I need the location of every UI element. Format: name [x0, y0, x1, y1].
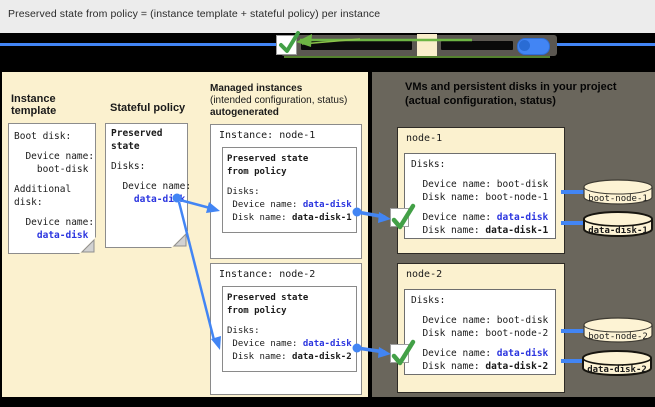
folded-corner [171, 231, 188, 248]
disk-name: data-disk-1 [588, 225, 648, 236]
disk-name: boot-node-1 [588, 194, 648, 204]
legend-green-underline [284, 56, 550, 58]
applied-checkbox-node-2 [390, 344, 409, 363]
managed-instances-heading-line3: autogenerated [210, 107, 279, 118]
legend-checkbox-icon [276, 35, 297, 55]
project-panel-heading-line2: (actual configuration, status) [405, 94, 556, 107]
legend-label-illegible [301, 41, 412, 50]
disk-cylinder-boot-node-2: boot-node-2 [583, 317, 653, 343]
vm-label: node-1 [406, 133, 443, 144]
instance-label: Instance: node-2 [219, 269, 316, 280]
instance-label: Instance: node-1 [219, 130, 316, 141]
connector-data-disk-1 [561, 221, 584, 225]
vm-disks-text: Disks: Device name: boot-disk Disk name:… [411, 295, 549, 372]
disk-cylinder-boot-node-1: boot-node-1 [583, 179, 653, 205]
project-panel-heading-line1: VMs and persistent disks in your project [405, 81, 617, 93]
vm-node-1-card: node-1 Disks: Device name: boot-disk Dis… [397, 127, 565, 254]
disk-name: data-disk-2 [587, 364, 647, 375]
managed-instances-heading-line1: Managed instances [210, 83, 303, 94]
applied-checkbox-node-1 [390, 208, 409, 227]
instance-template-heading: Instance template [11, 93, 57, 117]
vm-disks-box: Disks: Device name: boot-disk Disk name:… [404, 289, 556, 375]
managed-instances-heading-line2: (intended configuration, status) [210, 95, 348, 106]
vm-disks-text: Disks: Device name: boot-disk Disk name:… [411, 159, 549, 236]
legend-label-illegible [441, 41, 513, 50]
stateful-policy-heading: Stateful policy [110, 102, 186, 114]
disk-cylinder-data-disk-1: data-disk-1 [583, 211, 653, 237]
folded-corner [79, 237, 96, 254]
managed-instances-heading: Managed instances (intended configuratio… [210, 83, 366, 119]
connector-data-disk-2 [561, 359, 584, 363]
connector-boot-node-1 [561, 190, 584, 194]
legend-vm-square-icon [417, 34, 437, 56]
vm-label: node-2 [406, 269, 443, 280]
legend-disk-cap [519, 40, 530, 51]
diagram-title: Preserved state from policy = (instance … [8, 8, 381, 20]
connector-boot-node-2 [561, 329, 584, 333]
disk-cylinder-data-disk-2: data-disk-2 [582, 350, 652, 376]
legend-disk-icon [517, 38, 550, 55]
vm-disks-box: Disks: Device name: boot-disk Disk name:… [404, 153, 556, 239]
disk-name: boot-node-2 [588, 332, 648, 342]
project-panel-heading: VMs and persistent disks in your project… [405, 81, 655, 108]
title-bar: Preserved state from policy = (instance … [0, 0, 655, 33]
vm-node-2-card: node-2 Disks: Device name: boot-disk Dis… [397, 263, 565, 393]
